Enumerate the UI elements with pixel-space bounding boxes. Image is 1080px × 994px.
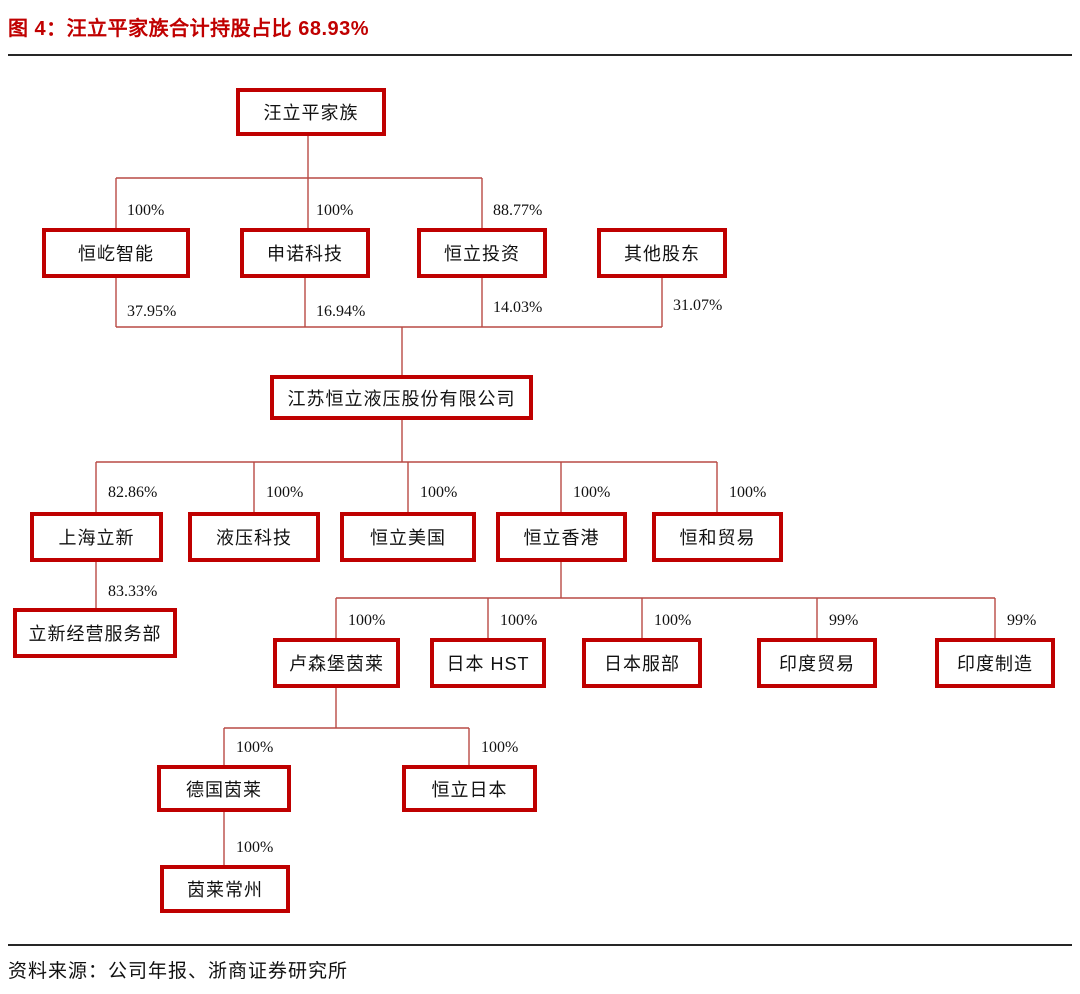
node-label: 液压科技 [216,528,292,548]
node-label: 其他股东 [624,244,700,264]
node-label: 申诺科技 [267,244,343,264]
node-label: 恒立投资 [444,244,520,264]
node-hengli-xianggang: 恒立香港 [496,512,627,562]
ownership-pct-label: 100% [236,839,274,856]
ownership-pct-label: 100% [420,484,458,501]
node-label: 印度贸易 [779,654,855,674]
node-wang-liping-family: 汪立平家族 [236,88,386,136]
node-henghe-maoyi: 恒和贸易 [652,512,783,562]
ownership-pct-label: 100% [654,612,692,629]
node-hengyi-zhineng: 恒屹智能 [42,228,190,278]
node-yindu-zhizao: 印度制造 [935,638,1055,688]
node-yeya-keji: 液压科技 [188,512,320,562]
node-hengli-meiguo: 恒立美国 [340,512,476,562]
bottom-divider [8,944,1072,946]
ownership-pct-label: 100% [236,739,274,756]
ownership-pct-label: 37.95% [127,303,177,320]
ownership-pct-label: 100% [729,484,767,501]
node-label: 德国茵莱 [186,779,262,800]
node-label: 江苏恒立液压股份有限公司 [287,388,516,409]
figure-title: 图 4：汪立平家族合计持股占比 68.93% [8,18,370,40]
ownership-pct-label: 14.03% [493,299,543,316]
top-divider [8,54,1072,56]
ownership-pct-label: 100% [500,612,538,629]
node-yindu-maoyi: 印度贸易 [757,638,877,688]
ownership-pct-label: 99% [1007,612,1037,629]
ownership-pct-label: 100% [481,739,519,756]
node-label: 立新经营服务部 [28,624,162,644]
node-jiangsu-hengli: 江苏恒立液压股份有限公司 [270,375,533,420]
ownership-pct-label: 82.86% [108,484,158,501]
node-lusenbao-yinlai: 卢森堡茵莱 [273,638,400,688]
node-label: 卢森堡茵莱 [289,654,384,674]
ownership-pct-label: 88.77% [493,202,543,219]
node-label: 日本 HST [446,654,530,674]
node-label: 恒和贸易 [679,528,756,548]
node-riben-hst: 日本 HST [430,638,546,688]
ownership-pct-label: 100% [266,484,304,501]
node-label: 恒立香港 [523,528,600,548]
node-label: 恒屹智能 [78,244,154,264]
ownership-pct-label: 100% [127,202,165,219]
node-hengli-touzi: 恒立投资 [417,228,547,278]
node-label: 上海立新 [58,528,135,548]
node-lixin-jingying-fuwubu: 立新经营服务部 [13,608,177,658]
node-shennuo-keji: 申诺科技 [240,228,370,278]
node-riben-fubu: 日本服部 [582,638,702,688]
node-qita-gudong: 其他股东 [597,228,727,278]
node-label: 汪立平家族 [263,103,359,123]
ownership-pct-label: 31.07% [673,297,723,314]
ownership-pct-label: 16.94% [316,303,366,320]
ownership-pct-label: 100% [573,484,611,501]
ownership-pct-label: 83.33% [108,583,158,600]
node-deguo-yinlai: 德国茵莱 [157,765,291,812]
node-label: 恒立日本 [431,779,508,800]
ownership-pct-label: 100% [316,202,354,219]
node-label: 恒立美国 [370,528,446,548]
source-note: 资料来源：公司年报、浙商证券研究所 [8,961,349,982]
node-label: 日本服部 [604,654,680,674]
node-yinlai-changzhou: 茵莱常州 [160,865,290,913]
node-shanghai-lixin: 上海立新 [30,512,163,562]
ownership-pct-label: 100% [348,612,386,629]
ownership-pct-label: 99% [829,612,859,629]
node-label: 茵莱常州 [187,880,263,900]
node-label: 印度制造 [957,654,1033,674]
node-hengli-riben: 恒立日本 [402,765,537,812]
